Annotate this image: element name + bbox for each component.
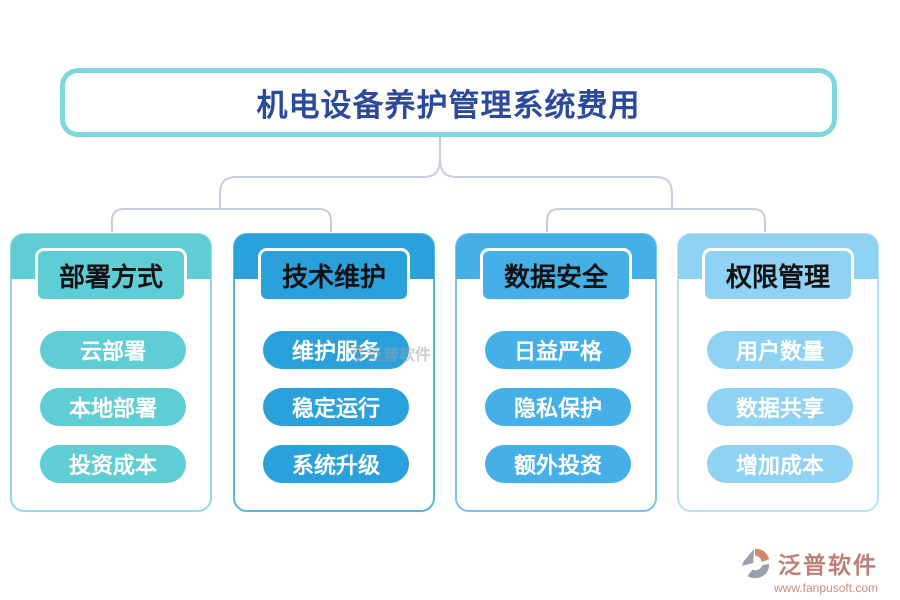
connector-fork-right [546,208,766,232]
permission-management-card: 权限管理 用户数量 数据共享 增加成本 [677,233,879,512]
item-pill: 隐私保护 [485,388,631,426]
diagram-title-box: 机电设备养护管理系统费用 [60,68,837,137]
category-header: 权限管理 [702,248,854,302]
item-pill: 维护服务 [263,331,409,369]
watermark-brand: 泛普软件 [778,552,879,578]
category-header-label: 权限管理 [725,261,830,292]
connector-branch-right [439,137,673,210]
category-header: 部署方式 [35,248,187,302]
item-pill: 系统升级 [263,445,409,483]
item-pill: 投资成本 [40,445,186,483]
item-pill: 日益严格 [485,331,631,369]
item-pill: 额外投资 [485,445,631,483]
connector-fork-left [111,208,332,232]
category-header-label: 部署方式 [58,261,163,292]
deployment-method-card: 部署方式 云部署 本地部署 投资成本 [10,233,212,512]
tech-maintenance-card: 技术维护 维护服务 稳定运行 系统升级 [233,233,435,512]
watermark-url: www.fanpusoft.com [774,581,879,595]
data-security-card: 数据安全 日益严格 隐私保护 额外投资 [455,233,657,512]
connector-branch-left [219,137,441,210]
fanpu-logo-icon [741,548,770,579]
item-pill: 增加成本 [707,445,853,483]
category-header-label: 数据安全 [503,261,608,292]
category-header: 技术维护 [258,248,410,302]
item-pill: 用户数量 [707,331,853,369]
watermark: 泛普软件 www.fanpusoft.com [741,546,878,595]
item-pill: 数据共享 [707,388,853,426]
category-header: 数据安全 [480,248,632,302]
category-header-label: 技术维护 [281,261,386,292]
diagram-title: 机电设备养护管理系统费用 [256,88,641,123]
item-pill: 本地部署 [40,388,186,426]
item-pill: 稳定运行 [263,388,409,426]
item-pill: 云部署 [40,331,186,369]
